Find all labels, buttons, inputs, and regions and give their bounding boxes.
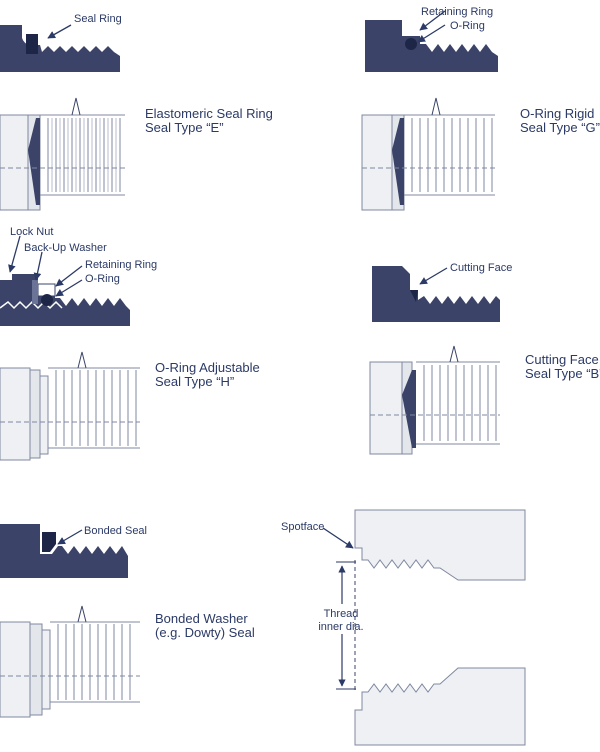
seal-type-g-group: Retaining Ring O-Ring O-Ring Rigid Seal … [361, 6, 600, 211]
seal-e-title-line1: Elastomeric Seal Ring [145, 106, 273, 121]
seal-h-fitting [0, 351, 140, 461]
seal-h-lock-nut-callout: Lock Nut [10, 226, 53, 238]
spotface-callout: Spotface [281, 521, 324, 533]
seal-h-section [0, 274, 130, 326]
bonded-seal-callout: Bonded Seal [84, 525, 147, 537]
seal-h-title-line1: O-Ring Adjustable [155, 360, 260, 375]
seal-g-fitting [361, 97, 495, 211]
thread-dim-label-line1: Thread [324, 608, 359, 620]
seal-type-h-group: Lock Nut Back-Up Washer Retaining Ring O… [0, 226, 260, 461]
seal-g-o-ring-callout: O-Ring [450, 20, 485, 32]
seal-h-backup-washer-callout: Back-Up Washer [24, 242, 107, 254]
seal-b-fitting [369, 345, 500, 455]
seal-b-cutting-face-callout: Cutting Face [450, 262, 512, 274]
bonded-title-line2: (e.g. Dowty) Seal [155, 625, 255, 640]
seal-ring-callout: Seal Ring [74, 13, 122, 25]
seal-b-title-line2: Seal Type “B” [525, 366, 600, 381]
spotface-port-group: Spotface Thread inner dia. [281, 509, 526, 746]
seal-g-section [365, 20, 498, 72]
seal-h-o-ring-callout: O-Ring [85, 273, 120, 285]
spotface-port-body [354, 509, 526, 746]
seal-e-fitting [0, 97, 125, 211]
seal-ring-shape [26, 34, 38, 54]
seal-type-e-group: Seal Ring Elastomeric Seal Ring Seal Typ… [0, 13, 273, 211]
seal-g-title-line1: O-Ring Rigid [520, 106, 594, 121]
bonded-section [0, 524, 128, 578]
seal-g-retaining-ring-callout: Retaining Ring [421, 6, 493, 18]
bonded-washer-group: Bonded Seal Bonded Washer (e.g. Dowty) S… [0, 524, 255, 718]
seal-b-title-line1: Cutting Face [525, 352, 599, 367]
thread-dim-label-line2: inner dia. [318, 621, 363, 633]
bonded-title-line1: Bonded Washer [155, 611, 248, 626]
seal-b-section [372, 266, 500, 322]
seal-type-b-group: Cutting Face Cutting Face Seal Type “B” [369, 262, 600, 455]
seal-h-retaining-ring-callout: Retaining Ring [85, 259, 157, 271]
seal-e-section [0, 25, 120, 72]
seal-h-title-line2: Seal Type “H” [155, 374, 234, 389]
seal-g-title-line2: Seal Type “G” [520, 120, 600, 135]
bonded-fitting [0, 605, 140, 718]
seal-e-title-line2: Seal Type “E” [145, 120, 224, 135]
thread-inner-dia-dimension [336, 561, 356, 690]
